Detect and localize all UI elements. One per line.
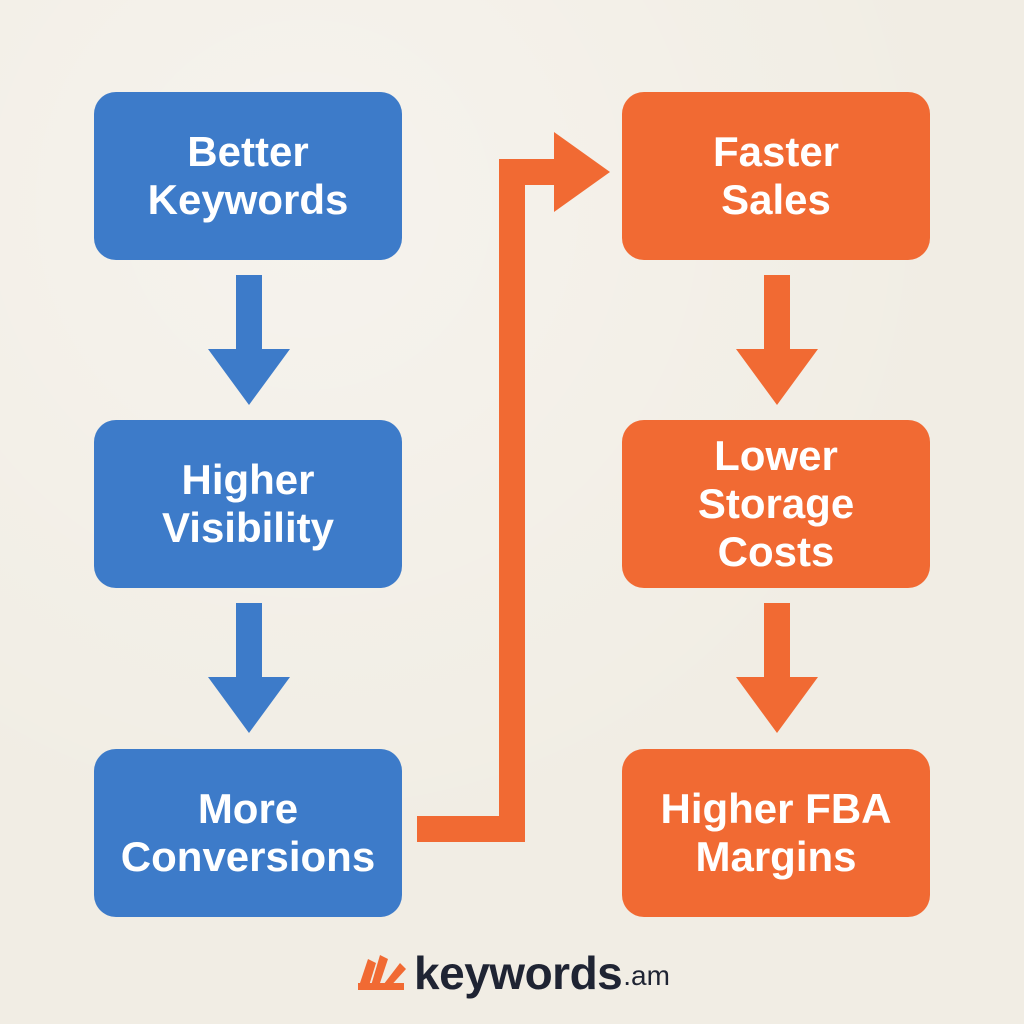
arrow-step-1-to-2 bbox=[208, 275, 290, 405]
step-label: Faster Sales bbox=[712, 128, 840, 223]
arrow-step-5-to-6 bbox=[736, 603, 818, 733]
step-label: More Conversions bbox=[120, 785, 376, 880]
arrow-step-4-to-5 bbox=[736, 275, 818, 405]
step-lower-storage-costs: Lower Storage Costs bbox=[622, 420, 930, 588]
brand-footer: keywords .am bbox=[0, 938, 1024, 1008]
step-faster-sales: Faster Sales bbox=[622, 92, 930, 260]
brand-suffix: .am bbox=[623, 960, 670, 991]
step-better-keywords: Better Keywords bbox=[94, 92, 402, 260]
step-higher-fba-margins: Higher FBA Margins bbox=[622, 749, 930, 917]
step-higher-visibility: Higher Visibility bbox=[94, 420, 402, 588]
step-label: Higher FBA Margins bbox=[660, 785, 892, 880]
step-label: Lower Storage Costs bbox=[697, 432, 855, 575]
step-more-conversions: More Conversions bbox=[94, 749, 402, 917]
step-label: Higher Visibility bbox=[162, 456, 334, 551]
burst-logo-icon bbox=[358, 955, 407, 990]
arrow-step-2-to-3 bbox=[208, 603, 290, 733]
brand-name: keywords bbox=[414, 947, 623, 999]
arrow-step-3-to-4 bbox=[417, 132, 610, 842]
step-label: Better Keywords bbox=[147, 128, 349, 223]
